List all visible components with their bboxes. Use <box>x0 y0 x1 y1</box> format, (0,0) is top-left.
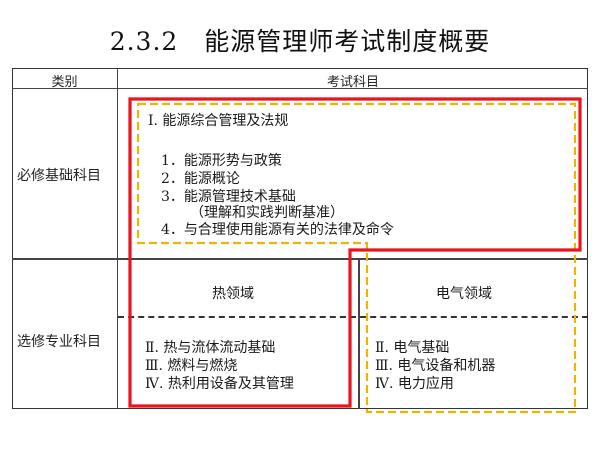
required-item: 1．能源形势与政策 <box>161 153 282 169</box>
header-category: 类别 <box>51 75 78 90</box>
electric-item: Ⅲ. 电气设备和机器 <box>375 358 496 374</box>
required-category-label: 必修基础科目 <box>17 168 101 184</box>
thermal-field-label: 热领域 <box>212 286 254 302</box>
thermal-path-red-outline <box>128 97 582 408</box>
required-elective-divider <box>12 258 588 260</box>
header-subjects: 考试科目 <box>326 75 379 90</box>
exam-subjects-table <box>12 68 588 409</box>
page-title: 2.3.2 能源管理师考试制度概要 <box>109 27 491 56</box>
header-divider <box>12 88 588 90</box>
elective-label-dashed-divider <box>118 316 588 318</box>
category-column-divider <box>117 68 119 409</box>
required-heading: Ⅰ. 能源综合管理及法规 <box>148 113 289 129</box>
electric-item: Ⅱ. 电气基础 <box>375 340 450 356</box>
electric-path-yellow-outline <box>136 102 577 414</box>
thermal-item: Ⅲ. 燃料与燃烧 <box>145 358 238 374</box>
thermal-item: Ⅳ. 热利用设备及其管理 <box>145 376 294 392</box>
required-item: 3．能源管理技术基础 <box>161 189 296 205</box>
required-item: 2．能源概论 <box>161 171 240 187</box>
required-item-note: （理解和实践判断基准） <box>190 205 344 221</box>
electric-item: Ⅳ. 电力应用 <box>375 376 454 392</box>
elective-category-label: 选修专业科目 <box>17 334 101 350</box>
required-item: 4．与合理使用能源有关的法律及命令 <box>161 222 394 238</box>
thermal-electric-divider <box>358 258 360 409</box>
electric-field-label: 电气领域 <box>436 286 492 302</box>
thermal-item: Ⅱ. 热与流体流动基础 <box>145 340 276 356</box>
